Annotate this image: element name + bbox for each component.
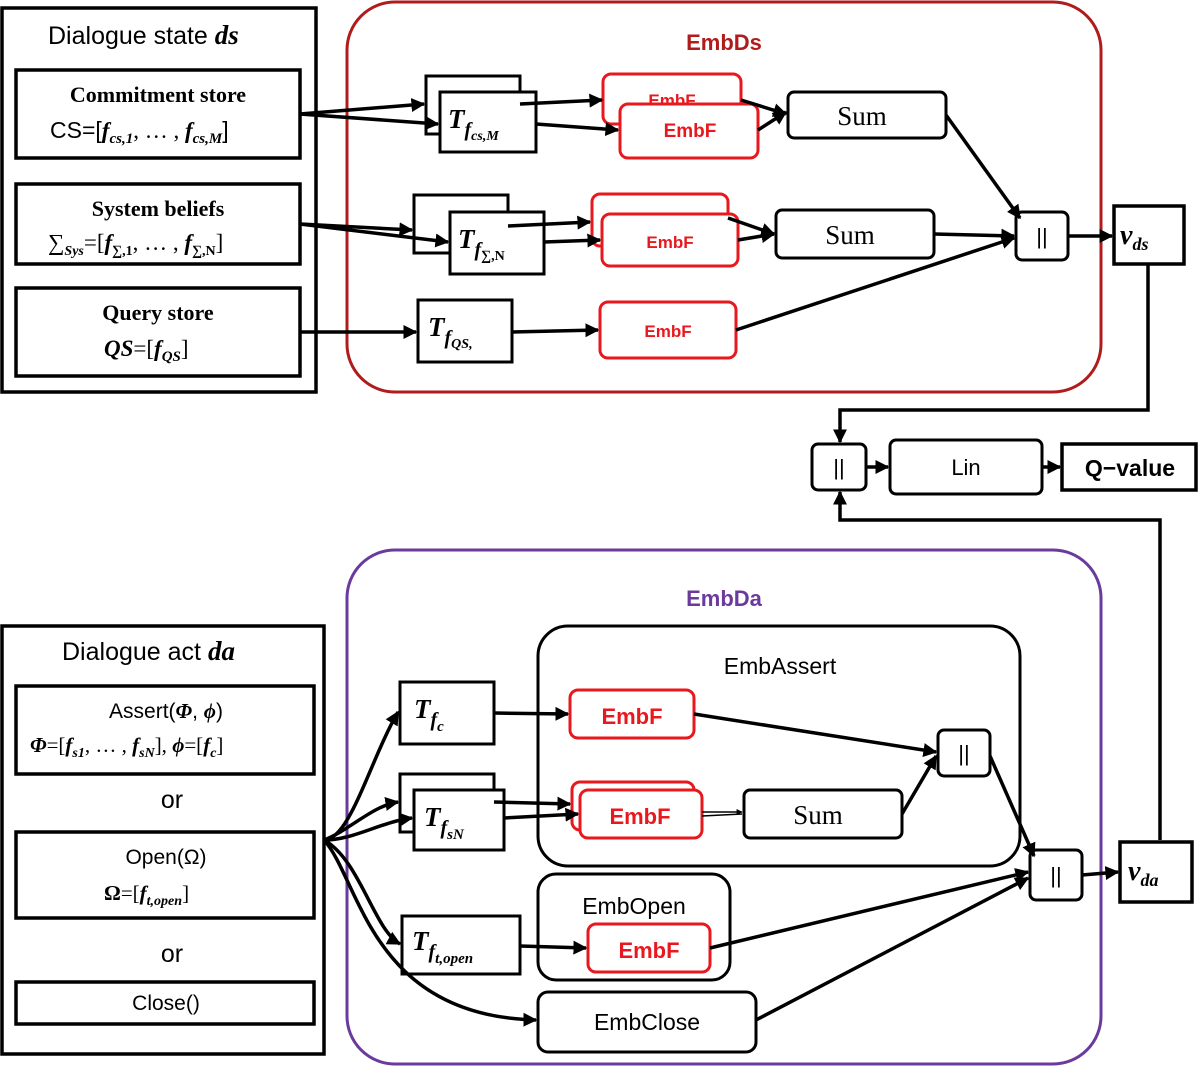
assert-box bbox=[14, 684, 316, 776]
open-box bbox=[14, 830, 316, 920]
assert-title: Assert(Φ, ϕ) bbox=[109, 699, 223, 723]
t-sys-label: Tf∑,N bbox=[458, 224, 505, 264]
sum-sys-label: Sum bbox=[825, 220, 875, 250]
embds-module: EmbDs Tfcs,M EmbF EmbF Sum Tf∑,N EmbF Su… bbox=[345, 0, 1103, 394]
q-value-box bbox=[1060, 442, 1198, 492]
embds-wires bbox=[299, 93, 1114, 339]
t-cs-label: Tfcs,M bbox=[448, 104, 499, 144]
commitment-store-box bbox=[14, 68, 302, 160]
t-sn-label: TfsN bbox=[424, 802, 465, 843]
commitment-store-formula: CS=[fcs,1, … , fcs,M] bbox=[50, 117, 229, 147]
embds-concat-label: || bbox=[1036, 224, 1047, 249]
t-open-label: Tft,open bbox=[412, 926, 473, 967]
emb-assert-frame bbox=[536, 624, 1022, 868]
system-beliefs-title: System beliefs bbox=[92, 196, 225, 221]
embds-frame bbox=[345, 0, 1103, 394]
embda-wires bbox=[322, 706, 1120, 1027]
dialogue-state-panel: Dialogue state ds Commitment store CS=[f… bbox=[0, 6, 318, 394]
query-store-box bbox=[14, 286, 302, 378]
assert-concat-box bbox=[936, 728, 992, 778]
embf-sn-box bbox=[578, 788, 704, 840]
embda-frame bbox=[345, 548, 1103, 1066]
close-label: Close() bbox=[132, 992, 200, 1015]
vda-label: vda bbox=[1128, 856, 1158, 890]
embf-sys-label: EmbF bbox=[646, 233, 693, 252]
sum-cs-label: Sum bbox=[837, 101, 887, 131]
embda-label: EmbDa bbox=[686, 586, 763, 611]
or-separator-2: or bbox=[161, 940, 183, 968]
commitment-store-title: Commitment store bbox=[70, 82, 246, 107]
vds-label: vds bbox=[1120, 220, 1148, 254]
dialogue-act-title: Dialogue act da bbox=[62, 636, 235, 666]
dialogue-act-panel: Dialogue act da Assert(Φ, ϕ) Φ=[fs1, … ,… bbox=[0, 624, 326, 1056]
emb-assert-label: EmbAssert bbox=[724, 653, 837, 679]
embf-c-label: EmbF bbox=[601, 704, 662, 729]
system-beliefs-box bbox=[14, 182, 302, 266]
t-sn-box bbox=[412, 788, 506, 852]
dialogue-state-title: Dialogue state ds bbox=[48, 20, 239, 50]
query-store-title: Query store bbox=[102, 300, 214, 325]
emb-close-label: EmbClose bbox=[594, 1009, 700, 1035]
embf-qs-label: EmbF bbox=[644, 322, 691, 341]
q-value-label: Q−value bbox=[1085, 455, 1175, 481]
t-qs-label: TfQS, bbox=[428, 312, 473, 352]
embf-cs-label: EmbF bbox=[664, 121, 717, 142]
t-sys-box bbox=[448, 210, 546, 276]
output-stage: || Lin Q−value bbox=[810, 264, 1198, 840]
embda-concat-label: || bbox=[1050, 863, 1061, 888]
t-open-box bbox=[400, 914, 522, 976]
open-formula: Ω=[ft,open] bbox=[104, 881, 189, 909]
final-concat-label: || bbox=[833, 455, 844, 480]
embf-sn-label: EmbF bbox=[609, 804, 670, 829]
sum-sn-label: Sum bbox=[793, 800, 843, 830]
open-title: Open(Ω) bbox=[125, 846, 206, 869]
emb-close-box bbox=[536, 990, 758, 1054]
t-cs-box bbox=[438, 90, 538, 154]
embf-open-label: EmbF bbox=[618, 938, 679, 963]
system-beliefs-formula: ∑Sys=[f∑,1, … , f∑,N] bbox=[48, 230, 223, 259]
or-separator-1: or bbox=[161, 786, 183, 814]
embf-cs-box bbox=[618, 102, 760, 160]
embds-label: EmbDs bbox=[686, 30, 762, 55]
assert-concat-label: || bbox=[958, 741, 969, 766]
assert-formula: Φ=[fs1, … , fsN], ϕ=[fc] bbox=[30, 733, 223, 761]
lin-label: Lin bbox=[951, 455, 980, 480]
embda-module: EmbDa EmbAssert Tfc EmbF TfsN EmbF Sum |… bbox=[345, 548, 1103, 1066]
t-c-label: Tfc bbox=[414, 694, 444, 735]
emb-open-frame bbox=[536, 872, 732, 982]
emb-open-label: EmbOpen bbox=[582, 893, 686, 919]
close-box bbox=[14, 980, 316, 1026]
vda-box bbox=[1118, 840, 1194, 904]
query-store-formula: QS=[fQS] bbox=[104, 336, 189, 365]
